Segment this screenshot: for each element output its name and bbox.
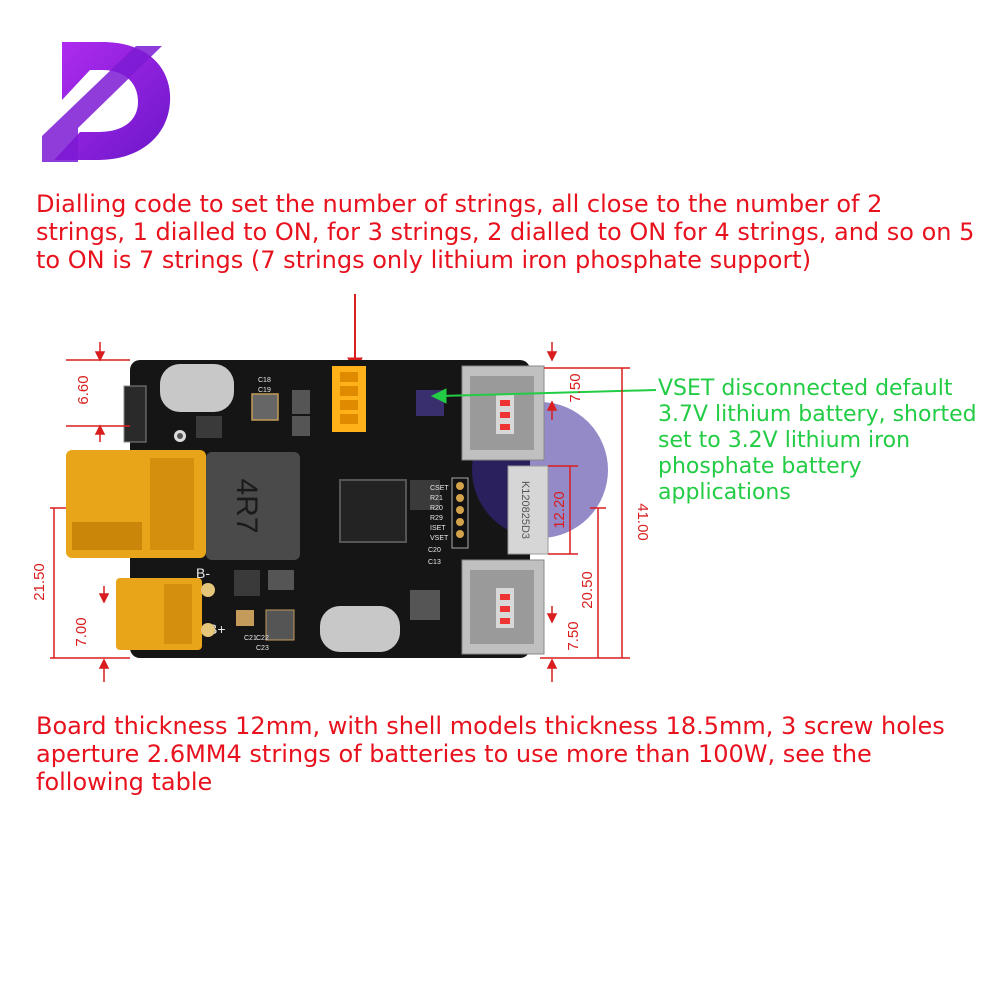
cap-label-c22: C22 bbox=[256, 635, 269, 642]
pin-label-r29: R29 bbox=[430, 515, 443, 522]
xt60-connector[interactable] bbox=[66, 450, 206, 558]
capacitor-top bbox=[160, 364, 234, 412]
usb-port-bottom[interactable] bbox=[461, 559, 545, 655]
inductor-label: 4R7 bbox=[230, 478, 263, 533]
dimension-lines bbox=[50, 342, 630, 682]
terminal-minus-label: B- bbox=[196, 565, 210, 581]
usb-c-module[interactable]: K120825D3 bbox=[507, 465, 549, 555]
board-thickness-note: Board thickness 12mm, with shell models … bbox=[36, 712, 945, 796]
board-drawing: 4R7 C18 C19 C20 C13 C21 C22 C23 CSET bbox=[31, 294, 657, 682]
pin-label-iset: ISET bbox=[430, 525, 446, 532]
xt30-connector[interactable] bbox=[116, 578, 215, 650]
dim-left-height: 21.50 bbox=[31, 563, 48, 601]
dim-right-lower: 20.50 bbox=[579, 571, 596, 609]
dim-right-bottom: 7.50 bbox=[565, 621, 582, 650]
vset-note: VSET disconnected default 3.7V lithium b… bbox=[658, 376, 977, 505]
cap-label-c19: C19 bbox=[258, 387, 271, 394]
cap-label-c23: C23 bbox=[256, 645, 269, 652]
dim-overall-height: 41.00 bbox=[634, 503, 651, 541]
dim-right-top: 7.50 bbox=[567, 373, 584, 402]
power-switch[interactable] bbox=[123, 385, 147, 443]
main-ic bbox=[339, 479, 407, 543]
capacitor-bottom bbox=[320, 606, 400, 652]
brand-d-logo-icon bbox=[42, 42, 171, 162]
usb-port-top[interactable] bbox=[461, 365, 545, 461]
cap-label-c20: C20 bbox=[428, 547, 441, 554]
vset-pointer bbox=[430, 388, 657, 404]
cap-label-c13: C13 bbox=[428, 559, 441, 566]
module-code: K120825D3 bbox=[519, 481, 531, 539]
string-count-note: Dialling code to set the number of strin… bbox=[36, 190, 975, 274]
pin-label-r21: R21 bbox=[430, 495, 443, 502]
cap-label-c21: C21 bbox=[244, 635, 257, 642]
pin-label-r20: R20 bbox=[430, 505, 443, 512]
cap-label-c18: C18 bbox=[258, 377, 271, 384]
dim-left-bottom: 7.00 bbox=[73, 617, 90, 646]
pin-label-cset: CSET bbox=[430, 485, 449, 492]
inductor bbox=[206, 452, 300, 560]
dim-left-top: 6.60 bbox=[75, 375, 92, 404]
dim-right-middle: 12.20 bbox=[551, 491, 568, 529]
pin-label-vset: VSET bbox=[430, 535, 449, 542]
brand-logo bbox=[42, 42, 171, 162]
